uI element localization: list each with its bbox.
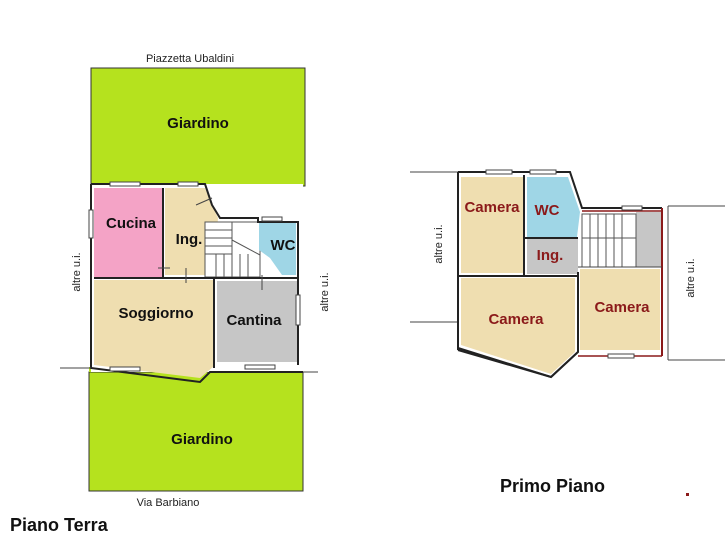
ground-floor-title: Piano Terra bbox=[10, 515, 109, 535]
room-label-garden-top: Giardino bbox=[167, 115, 229, 132]
first-side-right-label: altre u.i. bbox=[685, 258, 697, 297]
room-label-bedroom-left: Camera bbox=[488, 311, 544, 328]
first-stairs bbox=[581, 213, 637, 268]
room-label-entrance-first: Ing. bbox=[537, 247, 564, 264]
room-label-wc-first: WC bbox=[535, 202, 560, 219]
bedroom-top-area bbox=[461, 177, 523, 273]
garden-bottom-area bbox=[88, 371, 304, 492]
ground-side-right-label: altre u.i. bbox=[319, 272, 331, 311]
ground-stairs bbox=[204, 221, 261, 278]
first-windows bbox=[485, 169, 643, 359]
living-area bbox=[94, 280, 213, 378]
bedroom-right-area bbox=[580, 269, 660, 350]
ground-walls bbox=[90, 183, 303, 384]
kitchen-area bbox=[94, 188, 163, 277]
room-label-wc-ground: WC bbox=[271, 237, 296, 254]
room-label-living: Soggiorno bbox=[119, 305, 194, 322]
ground-street-top-label: Piazzetta Ubaldini bbox=[146, 53, 234, 65]
first-side-left-label: altre u.i. bbox=[433, 224, 445, 263]
bedroom-left-area bbox=[461, 278, 575, 374]
room-label-bedroom-right: Camera bbox=[594, 299, 650, 316]
room-label-cellar: Cantina bbox=[226, 312, 282, 329]
wc-ground-area bbox=[259, 222, 296, 275]
ground-floor-plan: Piazzetta Ubaldini Via Barbiano altre u.… bbox=[10, 53, 331, 535]
ground-street-bottom-label: Via Barbiano bbox=[137, 497, 200, 509]
ground-side-left-label: altre u.i. bbox=[71, 252, 83, 291]
red-dot-mark bbox=[686, 493, 689, 496]
entrance-first-area bbox=[527, 239, 578, 274]
room-label-entrance-ground: Ing. bbox=[176, 231, 203, 248]
first-walls bbox=[457, 171, 663, 379]
wc-first-area bbox=[527, 177, 580, 237]
room-label-bedroom-top: Camera bbox=[464, 199, 520, 216]
first-floor-plan: altre u.i. altre u.i. Camera WC Ing. Cam… bbox=[410, 169, 725, 496]
room-label-garden-bottom: Giardino bbox=[171, 431, 233, 448]
first-stairs-landing bbox=[636, 212, 661, 267]
garden-top-area bbox=[90, 67, 306, 187]
cellar-area bbox=[217, 281, 297, 362]
first-floor-title: Primo Piano bbox=[500, 476, 605, 496]
ground-windows bbox=[88, 181, 301, 372]
room-label-kitchen: Cucina bbox=[106, 215, 157, 232]
